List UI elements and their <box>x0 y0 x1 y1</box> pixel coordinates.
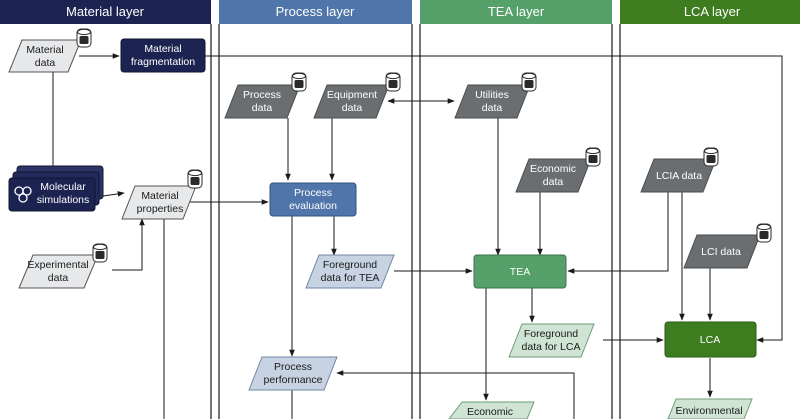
material-properties-node: Material properties <box>121 169 203 220</box>
svg-text:data: data <box>35 57 56 69</box>
lane-title: Process layer <box>276 4 355 19</box>
foreground-data-lca-node: Foreground data for LCA <box>508 323 595 358</box>
svg-text:data: data <box>342 102 363 114</box>
database-icon <box>756 223 772 243</box>
database-icon <box>291 72 307 92</box>
process-performance-node: Process performance <box>248 356 338 391</box>
lane-title: LCA layer <box>684 4 741 19</box>
database-icon <box>585 147 601 167</box>
economic-output-node: Economic <box>448 401 535 419</box>
svg-text:Molecular: Molecular <box>40 181 86 193</box>
lca-node: LCA <box>664 321 757 358</box>
svg-text:Material: Material <box>141 190 178 202</box>
svg-text:Foreground: Foreground <box>524 328 578 340</box>
svg-text:data: data <box>48 272 69 284</box>
svg-text:performance: performance <box>264 374 323 386</box>
database-icon <box>521 72 537 92</box>
svg-text:properties: properties <box>137 203 184 215</box>
svg-text:fragmentation: fragmentation <box>131 56 195 68</box>
lane-header-lca: LCA layer <box>620 0 800 24</box>
connectors <box>52 53 783 419</box>
material-data-node: Material data <box>8 28 92 73</box>
svg-text:Material: Material <box>26 44 63 56</box>
svg-text:Equipment: Equipment <box>327 89 377 101</box>
economic-data-node: Economic data <box>515 147 601 193</box>
svg-text:Process: Process <box>294 187 332 199</box>
lane-title: TEA layer <box>488 4 545 19</box>
svg-text:data: data <box>252 102 273 114</box>
svg-text:Economic: Economic <box>530 163 576 175</box>
molecular-simulations-node: Molecular simulations <box>8 165 104 212</box>
lci-data-node: LCI data <box>683 223 772 269</box>
svg-text:LCA: LCA <box>700 334 720 346</box>
svg-text:Experimental: Experimental <box>27 259 88 271</box>
environmental-output-node: Environmental <box>667 398 753 419</box>
lane-header-material: Material layer <box>0 0 211 24</box>
database-icon <box>92 243 108 263</box>
svg-text:Environmental: Environmental <box>675 405 742 417</box>
utilities-data-node: Utilities data <box>454 72 537 119</box>
svg-text:Material: Material <box>144 43 181 55</box>
svg-text:Economic: Economic <box>467 406 513 418</box>
database-icon <box>385 72 401 92</box>
database-icon <box>187 169 203 189</box>
svg-text:data for TEA: data for TEA <box>321 272 380 284</box>
svg-text:simulations: simulations <box>37 194 90 206</box>
lane-title: Material layer <box>66 4 145 19</box>
svg-text:data for LCA: data for LCA <box>522 341 581 353</box>
lane-borders <box>210 24 621 419</box>
equipment-data-node: Equipment data <box>313 72 401 119</box>
svg-text:LCI data: LCI data <box>701 246 741 258</box>
process-evaluation-node: Process evaluation <box>269 182 357 217</box>
tea-node: TEA <box>473 254 567 289</box>
lane-header-process: Process layer <box>219 0 412 24</box>
lcia-data-node: LCIA data <box>640 147 719 193</box>
molecule-icon <box>14 186 32 203</box>
svg-text:data: data <box>482 102 503 114</box>
experimental-data-node: Experimental data <box>18 243 108 289</box>
material-fragmentation-node: Material fragmentation <box>120 38 206 73</box>
svg-text:Utilities: Utilities <box>475 89 509 101</box>
svg-text:Process: Process <box>274 361 312 373</box>
database-icon <box>76 28 92 48</box>
svg-text:TEA: TEA <box>510 266 530 278</box>
svg-text:evaluation: evaluation <box>289 200 337 212</box>
process-data-node: Process data <box>224 72 307 119</box>
svg-text:Process: Process <box>243 89 281 101</box>
svg-text:data: data <box>543 176 564 188</box>
database-icon <box>703 147 719 167</box>
svg-text:Foreground: Foreground <box>323 259 377 271</box>
foreground-data-tea-node: Foreground data for TEA <box>305 254 395 289</box>
lane-header-tea: TEA layer <box>420 0 612 24</box>
svg-text:LCIA data: LCIA data <box>656 170 702 182</box>
